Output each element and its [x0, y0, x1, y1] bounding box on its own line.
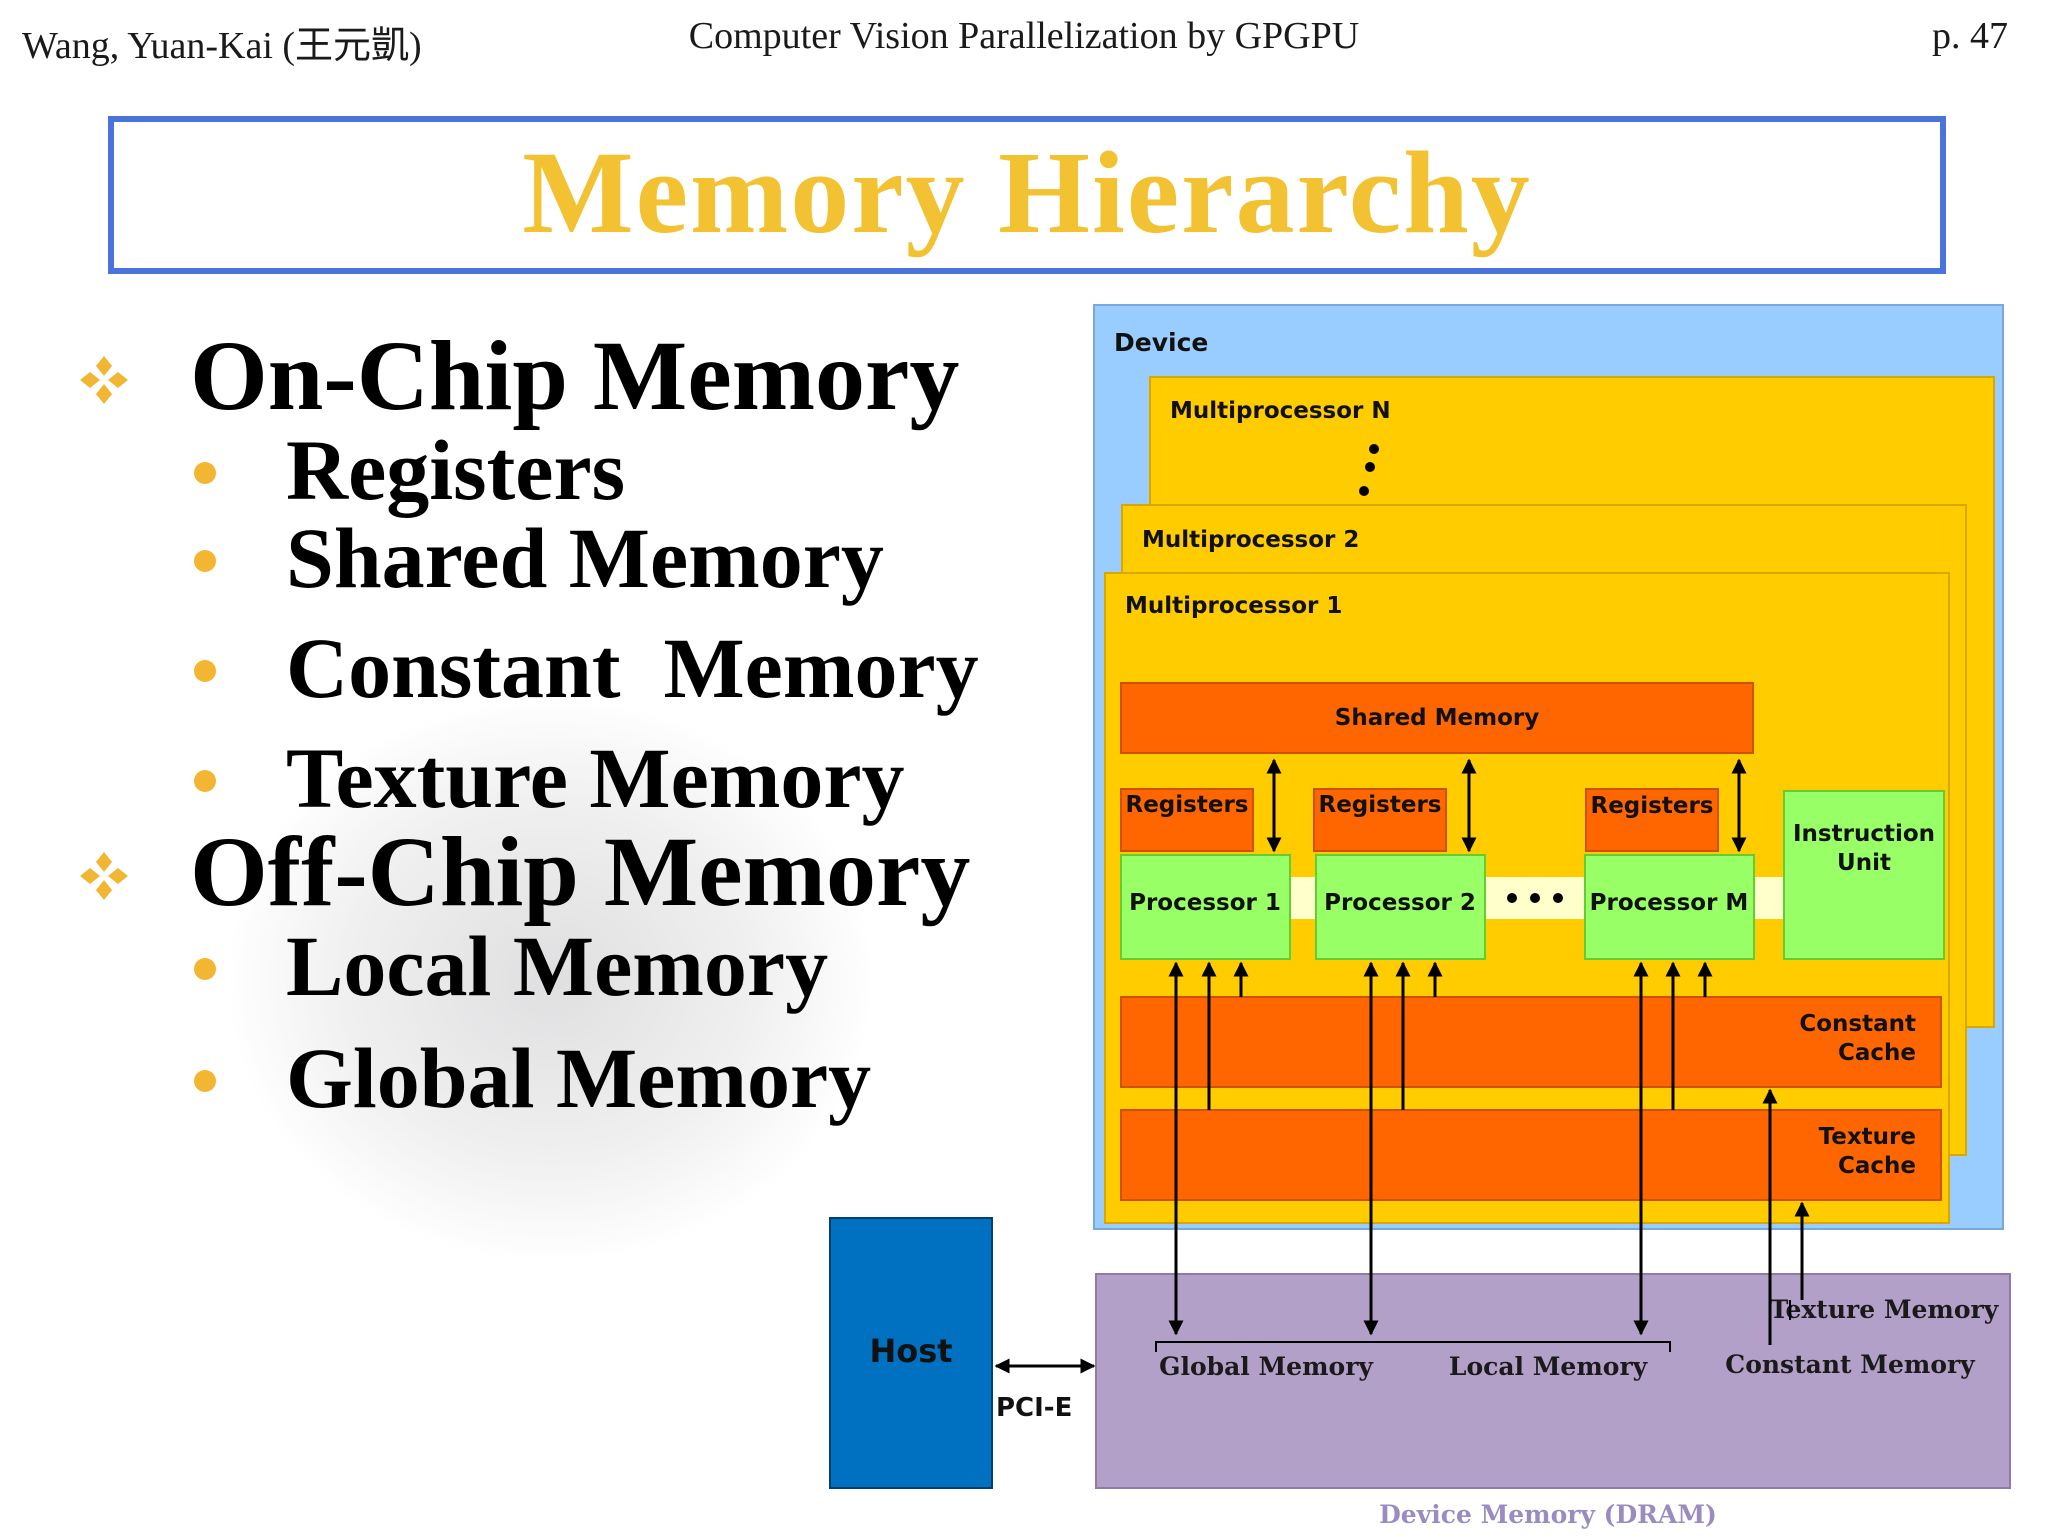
bullet-texture-memory: Texture Memory	[286, 730, 905, 826]
bullet-registers: Registers	[286, 422, 626, 518]
constant-cache-label-line1: Constant	[1799, 1011, 1916, 1037]
ellipsis-dot-icon	[1530, 893, 1540, 903]
bullet-global-memory: Global Memory	[286, 1030, 872, 1126]
global-local-bracket	[1155, 1341, 1671, 1352]
texture-cache-box	[1120, 1109, 1942, 1201]
processor-1-box	[1120, 854, 1291, 960]
diamond-bullet-icon	[80, 356, 128, 404]
local-memory-label: Local Memory	[1449, 1352, 1649, 1381]
shared-memory-box	[1120, 682, 1754, 754]
bullet-list: On-Chip Memory Registers Shared Memory C…	[0, 0, 1080, 1200]
device-memory-label: Device Memory (DRAM)	[1379, 1500, 1717, 1529]
ellipsis-dot-icon	[1507, 893, 1517, 903]
processor-m-label: Processor M	[1590, 890, 1749, 916]
bullet-constant-memory: Constant Memory	[286, 620, 979, 716]
ellipsis-dot-icon	[1359, 486, 1369, 496]
instruction-unit-box	[1783, 790, 1945, 960]
host-box	[829, 1217, 993, 1489]
registers-label-1: Registers	[1126, 792, 1249, 818]
pcie-label: PCI-E	[996, 1393, 1072, 1423]
registers-label-3: Registers	[1591, 793, 1714, 819]
bullet-shared-memory: Shared Memory	[286, 510, 884, 606]
texture-cache-label-line2: Cache	[1838, 1153, 1916, 1179]
ellipsis-dot-icon	[1365, 462, 1375, 472]
registers-box-2	[1313, 788, 1447, 852]
instruction-unit-label-line1: Instruction	[1793, 821, 1935, 847]
bullet-dot-icon	[194, 462, 216, 484]
registers-label-2: Registers	[1319, 792, 1442, 818]
registers-box-3	[1585, 788, 1719, 852]
bullet-off-chip-memory: Off-Chip Memory	[190, 816, 971, 927]
bullet-local-memory: Local Memory	[286, 918, 829, 1014]
header-course-title: Computer Vision Parallelization by GPGPU	[688, 15, 1360, 57]
texture-memory-label: Texture Memory	[1770, 1295, 2000, 1324]
multiprocessor-1-label: Multiprocessor 1	[1125, 593, 1342, 619]
header-page-number: p. 47	[1932, 15, 2008, 57]
shared-memory-label: Shared Memory	[1335, 705, 1539, 731]
bullet-dot-icon	[194, 1070, 216, 1092]
header-author: Wang, Yuan-Kai (王元凱)	[22, 25, 422, 67]
device-label: Device	[1114, 328, 1208, 357]
background-cloud-image	[230, 700, 870, 1260]
bullet-on-chip-memory: On-Chip Memory	[190, 320, 960, 431]
constant-memory-label: Constant Memory	[1725, 1350, 1976, 1379]
registers-box-1	[1120, 788, 1254, 852]
instruction-unit-label-line2: Unit	[1837, 850, 1891, 876]
slide-title-box: Memory Hierarchy	[108, 116, 1946, 274]
multiprocessor-n-label: Multiprocessor N	[1170, 398, 1391, 424]
host-label: Host	[869, 1332, 952, 1370]
bullet-dot-icon	[194, 958, 216, 980]
diamond-bullet-icon	[80, 852, 128, 900]
device-memory-box	[1095, 1273, 2011, 1489]
constant-cache-label-line2: Cache	[1838, 1040, 1916, 1066]
processor-1-label: Processor 1	[1129, 890, 1281, 916]
slide-title: Memory Hierarchy	[522, 127, 1532, 258]
texture-cache-label-line1: Texture	[1819, 1124, 1916, 1150]
bullet-dot-icon	[194, 550, 216, 572]
processor-2-label: Processor 2	[1324, 890, 1476, 916]
bullet-dot-icon	[194, 770, 216, 792]
ellipsis-dot-icon	[1553, 893, 1563, 903]
constant-cache-box	[1120, 996, 1942, 1088]
processor-gap-strip	[1753, 877, 1783, 919]
ellipsis-dot-icon	[1369, 444, 1379, 454]
processor-2-box	[1315, 854, 1486, 960]
multiprocessor-2-label: Multiprocessor 2	[1142, 527, 1359, 553]
bullet-dot-icon	[194, 660, 216, 682]
global-memory-label: Global Memory	[1159, 1352, 1374, 1381]
processor-m-box	[1584, 854, 1755, 960]
